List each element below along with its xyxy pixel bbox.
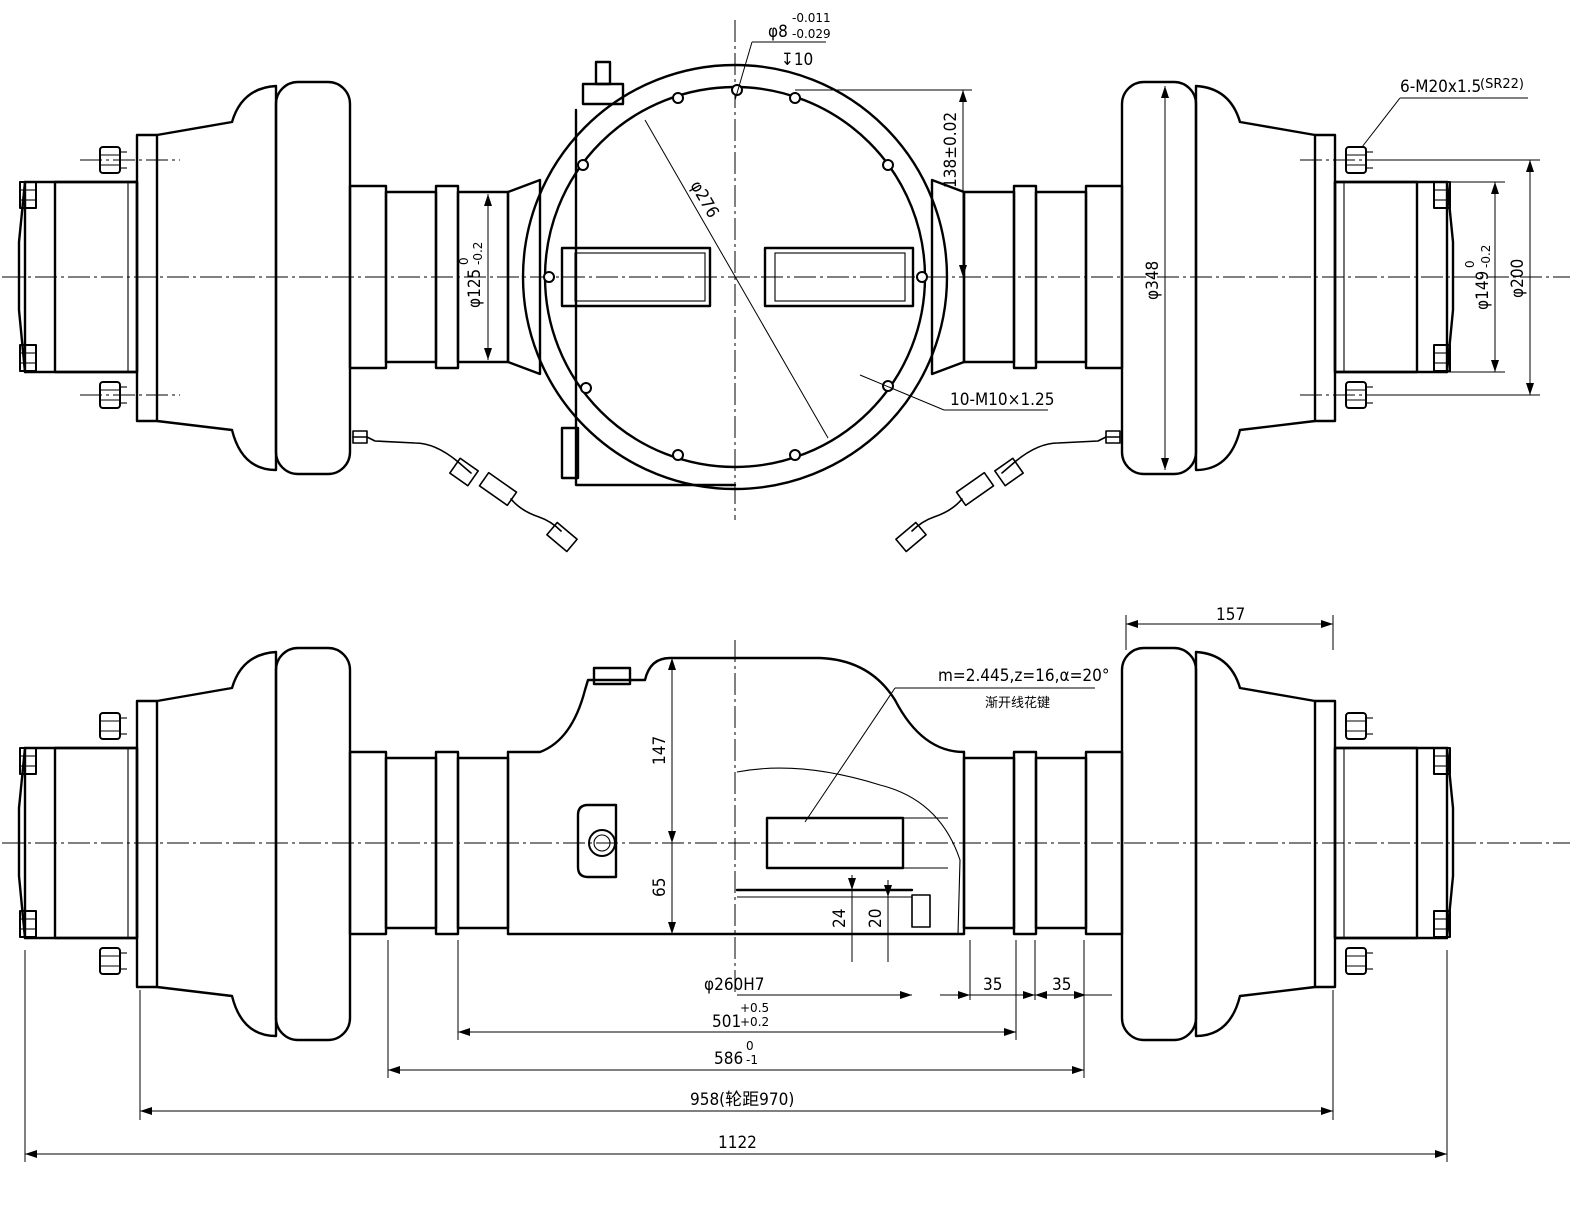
dim-147: 147 [650,736,670,765]
offset-dim: 138±0.02 [941,112,961,188]
left-wheel-end-side [17,646,510,1042]
dim-501-upper: +0.5 [740,1001,769,1015]
dim-586-upper: 0 [746,1039,754,1053]
dim-35-a: 35 [983,975,1002,995]
dim-35-b: 35 [1052,975,1071,995]
flange-bolt-holes [543,84,928,461]
right-sensor [895,430,1121,553]
stud-sr: (SR22) [1480,77,1524,92]
flange-diameter: φ200 [1508,259,1528,298]
stud-callout: 6-M20x1.5 [1400,77,1481,97]
dim-20: 20 [866,909,886,928]
dim-65: 65 [650,878,670,897]
hole-depth: ↧10 [781,50,813,70]
top-view: φ8 -0.011 -0.029 ↧10 φ276 138±0.02 φ125 … [2,11,1570,553]
dim-958: 958(轮距970) [690,1090,794,1110]
right-wheel-end [962,80,1455,476]
side-view: m=2.445,z=16,α=20° 渐开线花键 147 65 24 20 15… [2,605,1570,1162]
dim-501: 501 [712,1012,741,1032]
bolt-callout: 10-M10×1.25 [950,390,1055,410]
dim-586-lower: -1 [746,1053,758,1067]
hole-upper-dev: -0.011 [792,11,831,25]
dim-157: 157 [1216,605,1245,625]
shaft-diameter: φ125 [465,269,485,308]
wheel-diameter: φ348 [1143,261,1163,300]
hub-upper-dev: 0 [1463,260,1477,268]
hole-diameter: φ8 [768,22,788,42]
bore-diameter: φ260H7 [704,975,765,995]
spline-name: 渐开线花键 [985,695,1050,711]
left-sensor [352,430,578,553]
left-wheel-end [17,80,510,476]
spline-spec: m=2.445,z=16,α=20° [938,666,1110,686]
hub-lower-dev: -0.2 [1479,245,1493,268]
dim-586: 586 [714,1049,743,1069]
dim-1122: 1122 [718,1133,757,1153]
shaft-lower-dev: -0.2 [471,242,485,265]
shaft-upper-dev: 0 [457,257,471,265]
dim-24: 24 [830,909,850,928]
hub-diameter: φ149 [1473,271,1493,310]
hole-lower-dev: -0.029 [792,27,831,41]
dim-501-lower: +0.2 [740,1015,769,1029]
